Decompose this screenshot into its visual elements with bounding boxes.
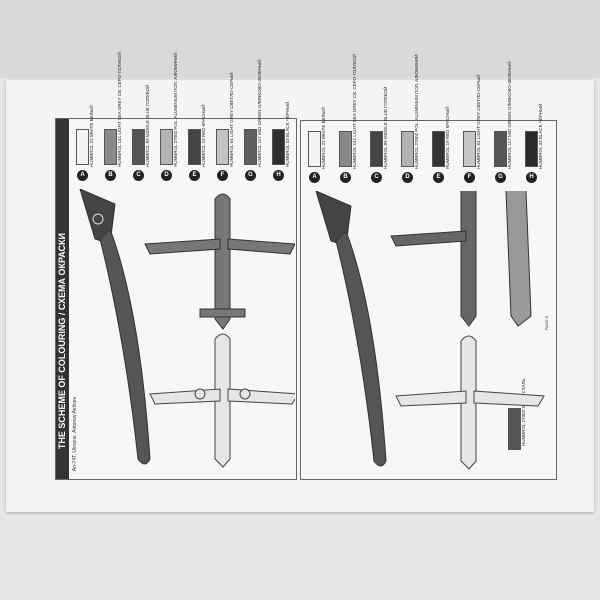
swatch-label: HUMBROL 117 MID GREEN ОЛИВКОВО-ЗЕЛЕНЫЙ xyxy=(257,60,262,167)
side-view xyxy=(79,189,151,465)
swatch-label: HUMBROL 22 WHITE БЕЛЫЙ xyxy=(89,105,94,167)
swatch-label: HUMBROL 89 MIDDLE BLUE ГОЛУБОЙ xyxy=(145,84,150,167)
color-swatch-H: HUMBROL 33 BLACK ЧЁРНЫЙ H xyxy=(523,103,563,187)
swatch-key-marker: H xyxy=(526,172,537,183)
color-swatch-B: HUMBROL 141 LIGHT SEA GREY СВ. СЕРО-ГОЛУ… xyxy=(102,52,142,185)
swatch-box xyxy=(432,131,445,167)
page-title: THE SCHEME OF COLOURING / СХЕМА ОКРАСКИ xyxy=(57,232,67,449)
swatch-label: HUMBROL 33 BLACK ЧЁРНЫЙ xyxy=(538,103,543,169)
aircraft-drawings xyxy=(79,189,295,468)
swatch-box xyxy=(525,131,538,167)
side-view xyxy=(315,191,387,467)
swatch-key-marker: A xyxy=(77,170,88,181)
swatch-box xyxy=(188,129,201,165)
swatch-label: HUMBROL 117 MID GREEN ОЛИВКОВО-ЗЕЛЕНЫЙ xyxy=(507,62,512,169)
swatch-box xyxy=(401,131,414,167)
swatch-box xyxy=(370,131,383,167)
swatch-key-marker: E xyxy=(189,170,200,181)
swatch-key-marker: G xyxy=(495,172,506,183)
swatch-label: HUMBROL 19 RED КРАСНЫЙ xyxy=(445,106,450,169)
color-swatch-I: HUMBROL 27003 STEEL СТАЛЬ xyxy=(506,379,546,464)
swatch-key-marker: B xyxy=(105,170,116,181)
swatch-box xyxy=(463,131,476,167)
swatch-key-marker: B xyxy=(340,172,351,183)
swatch-box xyxy=(244,129,257,165)
color-swatch-G: HUMBROL 117 MID GREEN ОЛИВКОВО-ЗЕЛЕНЫЙ G xyxy=(242,60,282,185)
swatch-box xyxy=(132,129,145,165)
swatch-label: HUMBROL 64 LIGHT GREY СВЕТЛО-СЕРЫЙ xyxy=(476,74,481,169)
swatch-box xyxy=(494,131,507,167)
swatch-key-marker: F xyxy=(217,170,228,181)
color-swatch-B: HUMBROL 141 LIGHT SEA GREY СВ. СЕРО-ГОЛУ… xyxy=(337,54,377,187)
color-swatch-C: HUMBROL 89 MIDDLE BLUE ГОЛУБОЙ C xyxy=(130,84,170,185)
color-swatch-G: HUMBROL 117 MID GREEN ОЛИВКОВО-ЗЕЛЕНЫЙ G xyxy=(492,62,532,187)
color-swatch-A: HUMBROL 22 WHITE БЕЛЫЙ A xyxy=(306,107,346,187)
color-swatch-H: HUMBROL 33 BLACK ЧЁРНЫЙ H xyxy=(270,101,310,185)
swatch-box xyxy=(104,129,117,165)
swatch-box xyxy=(76,129,89,165)
swatch-label: HUMBROL 141 LIGHT SEA GREY СВ. СЕРО-ГОЛУ… xyxy=(352,54,357,169)
swatch-label: HUMBROL 22 WHITE БЕЛЫЙ xyxy=(321,107,326,169)
swatch-key-marker: D xyxy=(161,170,172,181)
swatch-key-marker: C xyxy=(371,172,382,183)
swatch-key-marker: H xyxy=(273,170,284,181)
color-swatch-E: HUMBROL 19 RED КРАСНЫЙ E xyxy=(186,104,226,185)
title-bar: THE SCHEME OF COLOURING / СХЕМА ОКРАСКИ xyxy=(56,119,69,479)
color-swatch-D: HUMBROL 27002 POL. ALUMINIUM ПОЛ. АЛЮМИН… xyxy=(158,52,198,185)
aircraft-drawings xyxy=(315,191,545,470)
color-swatch-C: HUMBROL 89 MIDDLE BLUE ГОЛУБОЙ C xyxy=(368,86,408,187)
color-swatch-F: HUMBROL 64 LIGHT GREY СВЕТЛО-СЕРЫЙ F xyxy=(214,72,254,185)
swatch-key-marker: D xyxy=(402,172,413,183)
color-swatch-A: HUMBROL 22 WHITE БЕЛЫЙ A xyxy=(74,105,114,185)
color-swatch-D: HUMBROL 27002 POL. ALUMINIUM ПОЛ. АЛЮМИН… xyxy=(399,54,439,187)
swatch-label: HUMBROL 33 BLACK ЧЁРНЫЙ xyxy=(285,101,290,167)
swatch-box xyxy=(508,408,521,450)
swatch-label: HUMBROL 19 RED КРАСНЫЙ xyxy=(201,104,206,167)
color-swatch-F: HUMBROL 64 LIGHT GREY СВЕТЛО-СЕРЫЙ F xyxy=(461,74,501,187)
swatch-key-marker: F xyxy=(464,172,475,183)
swatch-label: HUMBROL 89 MIDDLE BLUE ГОЛУБОЙ xyxy=(383,86,388,169)
swatch-box xyxy=(272,129,285,165)
swatch-label: HUMBROL 27002 POL. ALUMINIUM ПОЛ. АЛЮМИН… xyxy=(414,54,419,169)
right-panel: HUMBROL 22 WHITE БЕЛЫЙ A HUMBROL 141 LIG… xyxy=(300,54,557,480)
swatch-key-marker: A xyxy=(309,172,320,183)
swatch-label: HUMBROL 64 LIGHT GREY СВЕТЛО-СЕРЫЙ xyxy=(229,72,234,167)
swatch-key-marker: E xyxy=(433,172,444,183)
swatch-key-marker: C xyxy=(133,170,144,181)
top-view xyxy=(144,193,295,330)
swatch-box xyxy=(308,131,321,167)
color-swatch-E: HUMBROL 19 RED КРАСНЫЙ E xyxy=(430,106,470,187)
swatch-box xyxy=(216,129,229,165)
top-view xyxy=(390,191,532,327)
bottom-view xyxy=(149,333,295,468)
swatch-box xyxy=(160,129,173,165)
swatch-label: HUMBROL 141 LIGHT SEA GREY СВ. СЕРО-ГОЛУ… xyxy=(117,52,122,167)
swatch-key-marker: G xyxy=(245,170,256,181)
bottom-view xyxy=(395,335,545,470)
swatch-box xyxy=(339,131,352,167)
background xyxy=(0,0,600,78)
swatch-label: HUMBROL 27002 POL. ALUMINIUM ПОЛ. АЛЮМИН… xyxy=(173,52,178,167)
left-panel: THE SCHEME OF COLOURING / СХЕМА ОКРАСКИ … xyxy=(55,52,297,480)
